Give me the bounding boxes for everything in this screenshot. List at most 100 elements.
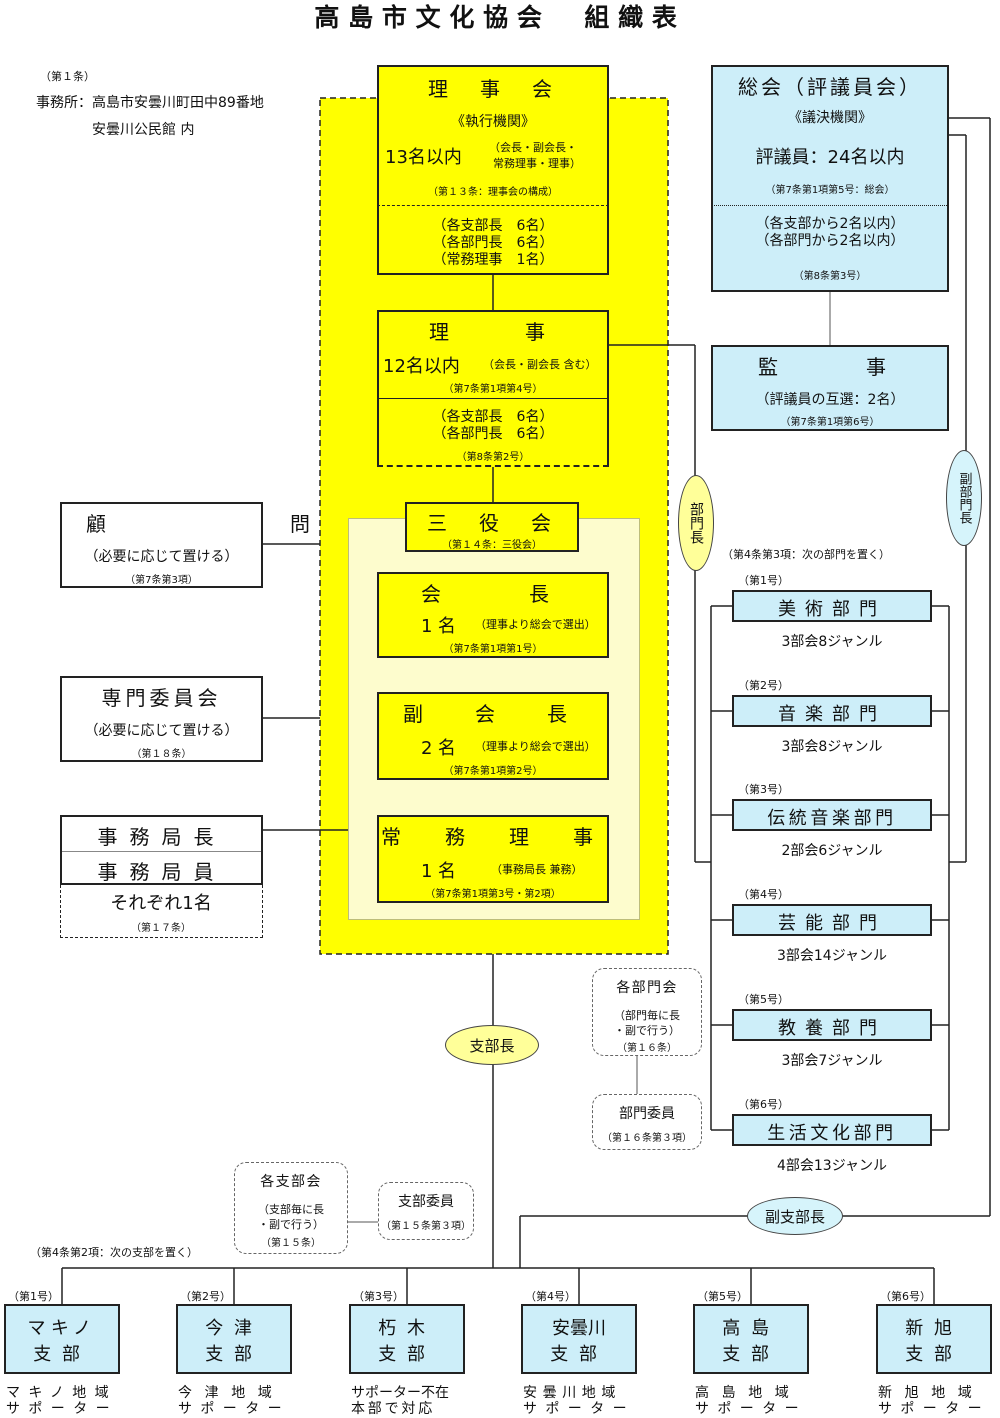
branch-name: 朽木 bbox=[378, 1318, 436, 1339]
senmon-note: （必要に応じて置ける） bbox=[84, 723, 239, 739]
komon-box: 顧 問 （必要に応じて置ける） （第7条第3項） bbox=[60, 502, 358, 588]
division-name: 芸能部門 bbox=[778, 913, 886, 934]
office-building: 安曇川公民館 内 bbox=[92, 122, 195, 138]
sokai-ref2: （第8条第3号） bbox=[793, 271, 867, 282]
shibukai-title: 各支部会 bbox=[260, 1174, 322, 1190]
jomuriji-count: 1名 bbox=[421, 861, 462, 882]
fukukaicho-ref: （第7条第1項第2号） bbox=[443, 766, 543, 777]
riji-detail-1: （各支部長 6名） bbox=[432, 409, 554, 425]
divisions-note: （第4条第3項：次の部門を置く） bbox=[722, 548, 890, 561]
office-article: （第１条） bbox=[40, 70, 95, 83]
rijikai-title: 理 事 会 bbox=[428, 77, 558, 101]
divider bbox=[377, 398, 609, 399]
jimukyoku-box: 事務局長 事務局員 bbox=[60, 815, 263, 885]
komon-ref: （第7条第3項） bbox=[125, 575, 198, 586]
division-no: （第4号） bbox=[738, 888, 789, 901]
shibucho-label: 支部長 bbox=[445, 1025, 539, 1065]
riji-count: 12名以内 bbox=[383, 356, 460, 377]
sanyakukai-box: 三 役 会 （第１４条：三役会） bbox=[405, 502, 579, 552]
kaicho-box: 会 長 1名 （理事より総会で選出） （第7条第1項第1号） bbox=[377, 572, 609, 658]
kanji-note: （評議員の互選：2名） bbox=[755, 392, 905, 408]
branch-suffix: 支部 bbox=[905, 1344, 963, 1365]
branch-box: 高島 支部 bbox=[693, 1304, 809, 1374]
fukushibucho-label: 副支部長 bbox=[747, 1197, 843, 1235]
jomuriji-box: 常 務 理 事 1名 （事務局長 兼務） （第7条第1項第3号・第2項） bbox=[377, 815, 609, 903]
branch-no: （第1号） bbox=[8, 1290, 59, 1303]
division-no: （第2号） bbox=[738, 679, 789, 692]
shibuiin-ref: （第１５条第３項） bbox=[381, 1221, 471, 1232]
branch-supporter: サポーター bbox=[178, 1401, 290, 1417]
branch-supporter: サポーター bbox=[523, 1401, 635, 1417]
branch-suffix: 支部 bbox=[205, 1344, 263, 1365]
shibukai-line1: （支部毎に長 bbox=[258, 1203, 324, 1216]
divider bbox=[377, 205, 609, 206]
bumonkai-line2: ・副で行う） bbox=[614, 1024, 680, 1037]
kanji-box: 監 事 （評議員の互選：2名） （第7条第1項第6号） bbox=[711, 345, 949, 431]
sokai-box: 総会（評議員会） 《議決機関》 評議員：24名以内 （第7条第1項第5号：総会）… bbox=[711, 65, 949, 292]
division-name: 美術部門 bbox=[778, 599, 886, 620]
branch-supporter: サポーター bbox=[6, 1401, 118, 1417]
fukukaicho-count: 2名 bbox=[421, 738, 462, 759]
divider bbox=[711, 205, 949, 206]
sanyakukai-title: 三 役 会 bbox=[427, 511, 557, 535]
fukukaicho-box: 副 会 長 2名 （理事より総会で選出） （第7条第1項第2号） bbox=[377, 692, 609, 780]
shibuiin-bubble: 支部委員 （第１５条第３項） bbox=[378, 1182, 474, 1240]
branch-no: （第4号） bbox=[525, 1290, 576, 1303]
branch-name: 安曇川 bbox=[552, 1318, 606, 1339]
branch-name: 今津 bbox=[205, 1318, 263, 1339]
bumonkai-ref: （第１６条） bbox=[617, 1043, 677, 1054]
branch-suffix: 支部 bbox=[550, 1344, 608, 1365]
bumoniin-ref: （第１６条第３項） bbox=[602, 1133, 692, 1144]
division-box: 生活文化部門 bbox=[732, 1114, 932, 1146]
branches-note: （第4条第2項：次の支部を置く） bbox=[30, 1246, 198, 1259]
kanji-title: 監 事 bbox=[758, 355, 902, 379]
office-address: 事務所：高島市安曇川町田中89番地 bbox=[36, 95, 264, 111]
sokai-detail-1: （各支部から2名以内） bbox=[755, 216, 905, 232]
riji-ref2: （第8条第2号） bbox=[456, 452, 530, 463]
jimukyoku-count: それぞれ1名 bbox=[110, 893, 212, 914]
branch-area: サポーター不在 bbox=[351, 1385, 449, 1401]
senmon-ref: （第１８条） bbox=[131, 749, 192, 760]
fukukaicho-note: （理事より総会で選出） bbox=[475, 740, 596, 753]
branch-area: 安曇川地域 bbox=[523, 1385, 621, 1401]
jimukyoku-count-box: それぞれ1名 （第１７条） bbox=[60, 885, 263, 938]
division-genre: 3部会8ジャンル bbox=[781, 739, 883, 755]
kanji-ref: （第7条第1項第6号） bbox=[780, 417, 880, 428]
jomuriji-title: 常 務 理 事 bbox=[381, 825, 605, 849]
kaicho-note: （理事より総会で選出） bbox=[475, 618, 596, 631]
jimukyoku-staff: 事務局員 bbox=[97, 860, 226, 884]
rijikai-detail-1: （各支部長 6名） bbox=[432, 218, 554, 234]
jimukyoku-ref: （第１７条） bbox=[131, 923, 191, 934]
branch-no: （第3号） bbox=[353, 1290, 404, 1303]
branch-suffix: 支部 bbox=[33, 1344, 91, 1365]
division-box: 教養部門 bbox=[732, 1009, 932, 1041]
riji-note: （会長・副会長 含む） bbox=[483, 358, 597, 371]
riji-box: 理 事 12名以内 （会長・副会長 含む） （第7条第1項第4号） （各支部長 … bbox=[377, 310, 609, 467]
sanyakukai-ref: （第１４条：三役会） bbox=[442, 540, 542, 551]
branch-suffix: 支部 bbox=[722, 1344, 780, 1365]
branch-area: マキノ地域 bbox=[6, 1385, 118, 1401]
rijikai-subtitle: 《執行機関》 bbox=[451, 114, 535, 130]
branch-no: （第6号） bbox=[880, 1290, 931, 1303]
shibuiin-title: 支部委員 bbox=[398, 1194, 454, 1210]
senmon-title: 専門委員会 bbox=[101, 686, 222, 710]
division-name: 教養部門 bbox=[778, 1018, 886, 1039]
branch-no: （第5号） bbox=[697, 1290, 748, 1303]
riji-title: 理 事 bbox=[429, 320, 557, 344]
komon-title: 顧 問 bbox=[86, 512, 358, 536]
division-name: 生活文化部門 bbox=[767, 1123, 897, 1144]
bumonkai-bubble: 各部門会 （部門毎に長 ・副で行う） （第１６条） bbox=[592, 968, 702, 1056]
division-name: 音楽部門 bbox=[778, 704, 886, 725]
bumonkai-line1: （部門毎に長 bbox=[614, 1009, 680, 1022]
bumoniin-title: 部門委員 bbox=[619, 1106, 675, 1122]
division-genre: 3部会7ジャンル bbox=[781, 1053, 883, 1069]
rijikai-detail-2: （各部門長 6名） bbox=[432, 235, 554, 251]
sokai-count: 評議員：24名以内 bbox=[755, 147, 905, 168]
branch-box: 朽木 支部 bbox=[349, 1304, 465, 1374]
fukubumoncho-label: 副部門長 bbox=[946, 450, 982, 546]
fukubumoncho-text: 副部門長 bbox=[956, 472, 972, 524]
branch-name: 新旭 bbox=[905, 1318, 963, 1339]
kaicho-count: 1名 bbox=[421, 616, 462, 637]
sokai-title: 総会（評議員会） bbox=[738, 75, 922, 99]
branch-box: マキノ 支部 bbox=[4, 1304, 120, 1374]
